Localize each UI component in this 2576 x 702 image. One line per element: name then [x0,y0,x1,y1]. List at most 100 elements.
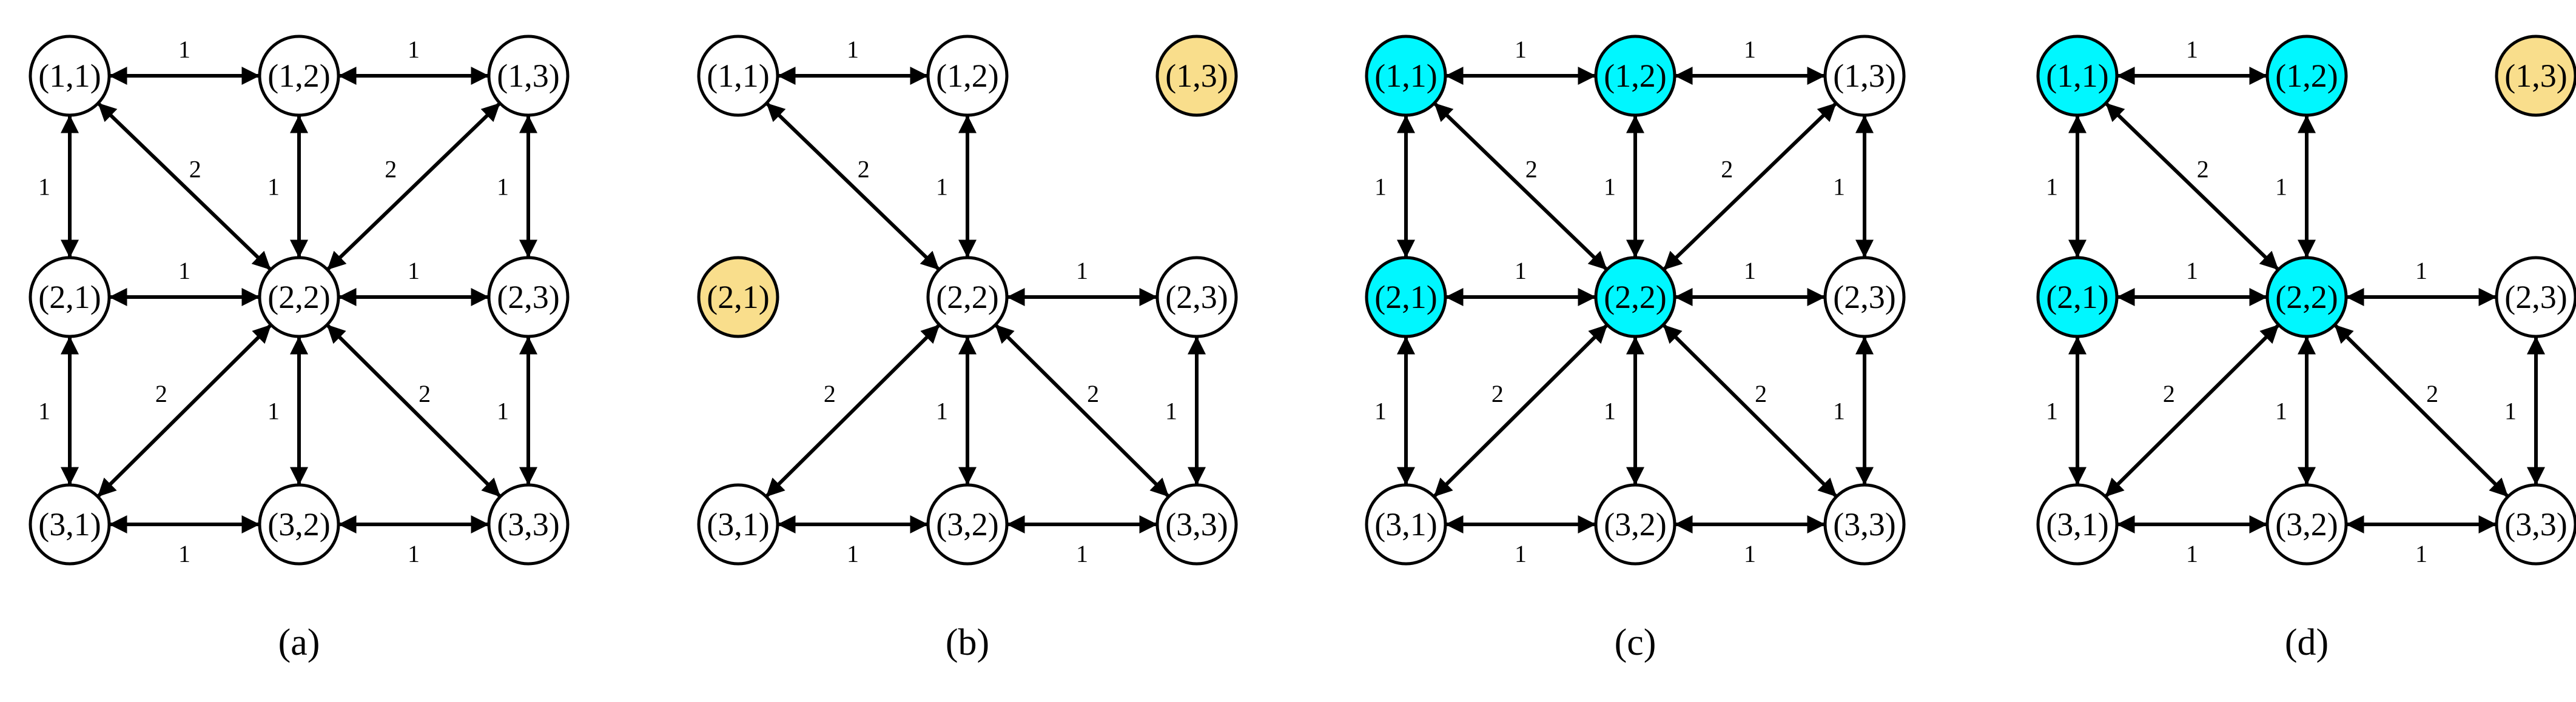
node-circle [29,256,111,338]
node-circle [29,35,111,117]
node-circle [2036,256,2119,338]
edge-weight-label: 2 [824,380,836,407]
edge-weight-label: 1 [2504,398,2517,425]
node-11: (1,1) [2036,35,2119,117]
edge-weight-label: 1 [1076,257,1088,284]
node-33: (3,3) [487,483,570,566]
node-circle [1155,256,1238,338]
node-12: (1,2) [926,35,1009,117]
edge-weight-label: 1 [497,173,509,201]
node-label: (1,2) [2275,58,2338,94]
node-circle [1365,35,1447,117]
edge-weight-label: 2 [858,156,870,183]
edge-weight-label: 1 [178,36,190,63]
edge-weight-label: 1 [2186,36,2198,63]
node-32: (3,2) [926,483,1009,566]
node-label: (2,1) [1374,279,1437,315]
edge-weight-label: 1 [408,257,420,284]
node-circle [697,35,779,117]
edge-weight-label: 1 [408,36,420,63]
node-32: (3,2) [1594,483,1676,566]
edge-weight-label: 1 [1604,398,1616,425]
node-23: (2,3) [1155,256,1238,338]
node-label: (3,3) [1165,506,1228,543]
edge-weight-label: 1 [1515,257,1527,284]
node-label: (3,1) [2046,506,2108,543]
node-circle [258,483,340,566]
node-circle [1365,483,1447,566]
edge-weight-label: 1 [178,257,190,284]
edge-13-22 [327,102,500,270]
edge-weight-label: 1 [1744,36,1756,63]
edge-weight-label: 1 [847,540,859,567]
node-21: (2,1) [697,256,779,338]
node-label: (1,1) [2046,58,2108,94]
node-circle [2495,35,2576,117]
node-label: (1,2) [1604,58,1666,94]
node-circle [1823,256,1906,338]
node-label: (3,2) [2275,506,2338,543]
edge-weight-label: 1 [2186,257,2198,284]
edge-weight-label: 2 [1525,156,1538,183]
edge-weight-label: 2 [2426,380,2438,407]
node-label: (2,2) [1604,279,1666,315]
node-31: (3,1) [697,483,779,566]
node-label: (1,1) [38,58,101,94]
edge-weight-label: 1 [2046,173,2058,201]
edge-weight-label: 1 [2275,173,2287,201]
node-12: (1,2) [258,35,340,117]
node-label: (3,1) [707,506,769,543]
edge-weight-label: 1 [1515,540,1527,567]
node-label: (3,3) [1833,506,1895,543]
node-label: (1,1) [707,58,769,94]
node-circle [1823,35,1906,117]
edge-weight-label: 1 [2046,398,2058,425]
node-23: (2,3) [487,256,570,338]
edge-weight-label: 1 [267,398,280,425]
node-label: (2,1) [38,279,101,315]
node-33: (3,3) [2495,483,2576,566]
node-circle [1594,256,1676,338]
edge-31-22 [1433,324,1608,497]
nodes: (1,1)(1,2)(1,3)(2,1)(2,2)(2,3)(3,1)(3,2)… [1365,35,1906,566]
node-label: (2,2) [267,279,330,315]
node-12: (1,2) [2265,35,2348,117]
node-32: (3,2) [2265,483,2348,566]
edge-weight-label: 1 [1165,398,1177,425]
node-31: (3,1) [2036,483,2119,566]
node-label: (2,2) [936,279,998,315]
edge-weight-label: 1 [1374,398,1387,425]
node-circle [2495,256,2576,338]
edge-weight-label: 2 [385,156,397,183]
node-label: (2,3) [2504,279,2567,315]
edge-11-22 [766,102,940,270]
edge-weight-label: 2 [419,380,431,407]
edge-weight-label: 2 [155,380,167,407]
node-circle [2036,35,2119,117]
edge-11-22 [1434,102,1607,270]
node-circle [697,256,779,338]
node-21: (2,1) [2036,256,2119,338]
edge-31-22 [2105,324,2279,497]
node-12: (1,2) [1594,35,1676,117]
nodes: (1,1)(1,2)(1,3)(2,1)(2,2)(2,3)(3,1)(3,2)… [2036,35,2576,566]
edge-weight-label: 1 [408,540,420,567]
node-31: (3,1) [29,483,111,566]
edge-31-22 [765,324,940,497]
node-label: (2,1) [707,279,769,315]
edge-weight-label: 1 [936,398,948,425]
edge-31-22 [97,324,272,497]
node-label: (3,3) [497,506,559,543]
edge-weight-label: 1 [1744,540,1756,567]
edge-weight-label: 1 [38,398,50,425]
edge-weight-label: 1 [2415,257,2427,284]
node-circle [2265,483,2348,566]
edge-13-22 [1663,102,1837,270]
nodes: (1,1)(1,2)(1,3)(2,1)(2,2)(2,3)(3,1)(3,2)… [29,35,570,566]
